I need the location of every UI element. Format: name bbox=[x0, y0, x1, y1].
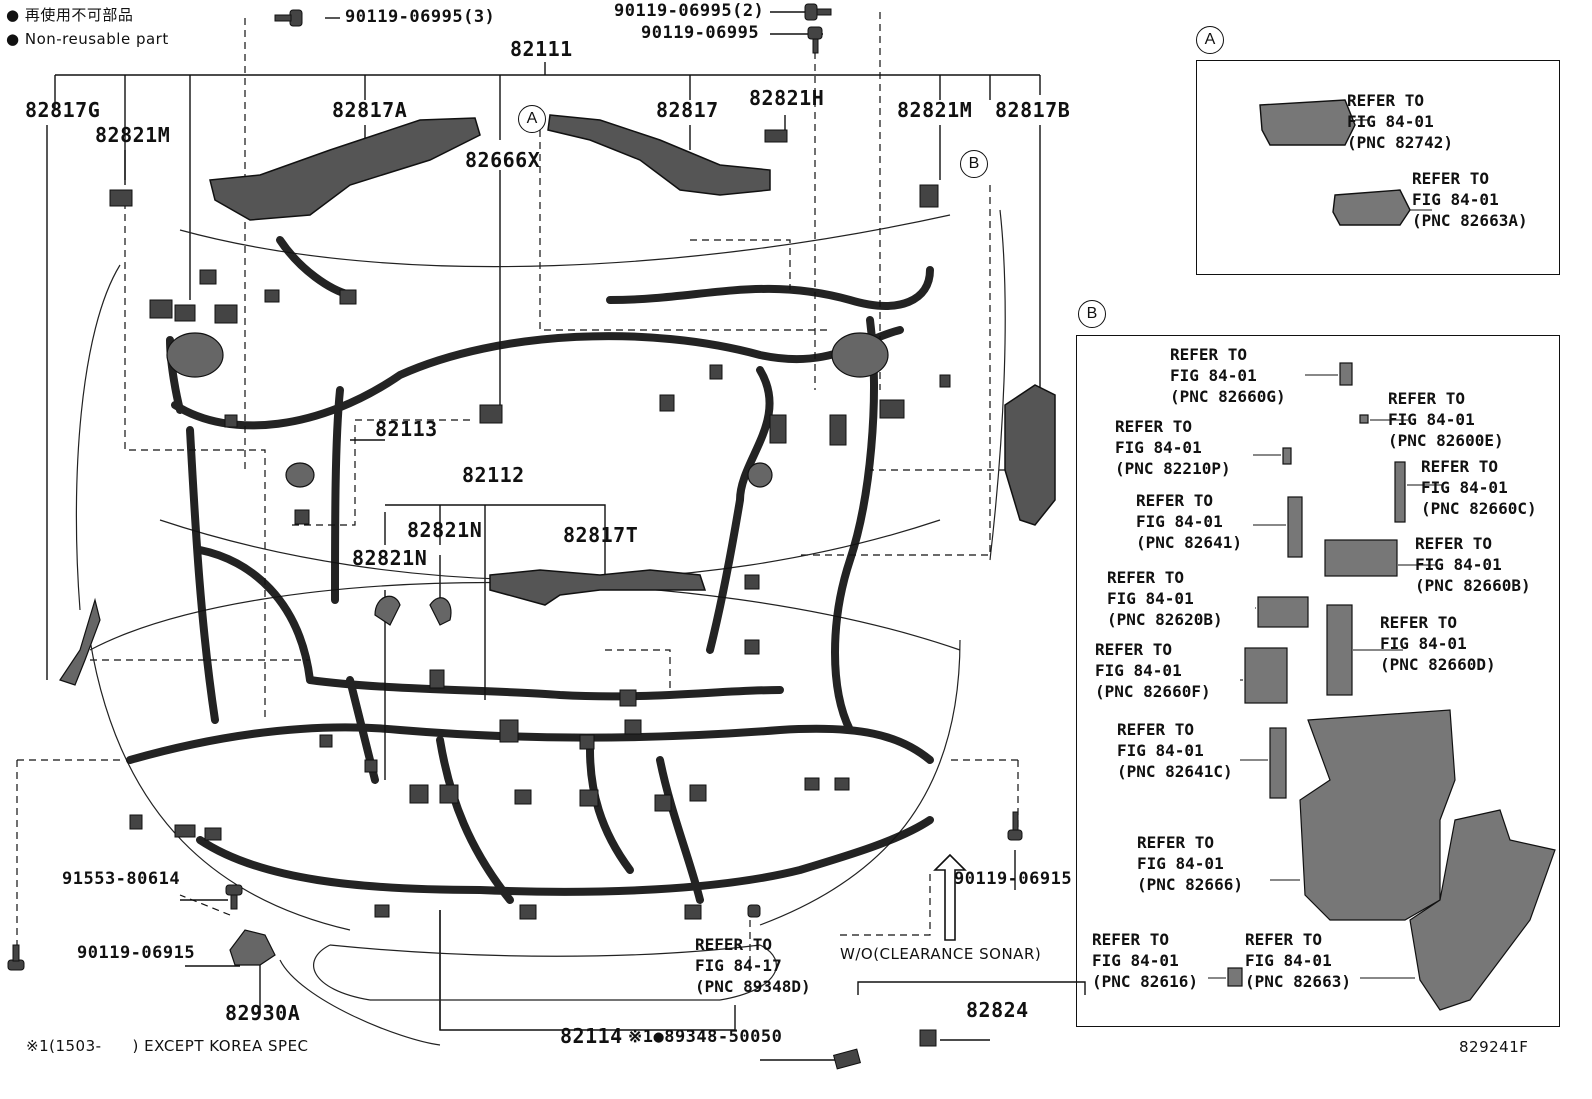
ref-82663A: REFER TO FIG 84-01 (PNC 82663A) bbox=[1412, 169, 1528, 230]
ref-82660G: REFER TO FIG 84-01 (PNC 82660G) bbox=[1170, 345, 1286, 406]
part-label-82821M-left: 82821M bbox=[95, 123, 171, 147]
ref-82660C: REFER TO FIG 84-01 (PNC 82660C) bbox=[1421, 457, 1537, 518]
protector-82817A bbox=[209, 117, 481, 221]
protector-82817 bbox=[547, 114, 771, 196]
part-label-82821N-a: 82821N bbox=[352, 546, 428, 570]
figure-id: 829241F bbox=[1459, 1038, 1529, 1056]
footnote-korea-spec: ※1(1503- ) EXCEPT KOREA SPEC bbox=[26, 1037, 309, 1055]
detail-panel-a bbox=[1196, 60, 1560, 275]
legend-nonreusable-en: ● Non-reusable part bbox=[6, 30, 169, 48]
part-label-82824: 82824 bbox=[966, 998, 1029, 1022]
part-label-82817B: 82817B bbox=[995, 98, 1071, 122]
wo-clearance-sonar-label: W/O(CLEARANCE SONAR) bbox=[840, 945, 1042, 963]
fastener-label-f2: 90119-06995(2) bbox=[614, 1, 765, 21]
ref-82660D: REFER TO FIG 84-01 (PNC 82660D) bbox=[1380, 613, 1496, 674]
fastener-label-f5: 90119-06915 bbox=[77, 943, 196, 963]
part-label-82114: 82114 bbox=[560, 1024, 623, 1048]
part-label-82821H: 82821H bbox=[749, 86, 825, 110]
part-label-82817A: 82817A bbox=[332, 98, 408, 122]
ref-82620B: REFER TO FIG 84-01 (PNC 82620B) bbox=[1107, 568, 1223, 629]
callout-b-main[interactable]: B bbox=[960, 150, 988, 178]
part-label-82821N-b: 82821N bbox=[407, 518, 483, 542]
ref-82742: REFER TO FIG 84-01 (PNC 82742) bbox=[1347, 91, 1453, 152]
part-label-82817: 82817 bbox=[656, 98, 719, 122]
detail-panel-b bbox=[1076, 335, 1560, 1027]
part-label-82112: 82112 bbox=[462, 463, 525, 487]
fastener-label-f4: 91553-80614 bbox=[62, 869, 181, 889]
part-label-82821M-right: 82821M bbox=[897, 98, 973, 122]
callout-a-panel: A bbox=[1196, 26, 1224, 54]
callout-b-panel: B bbox=[1078, 300, 1106, 328]
nonreusable-part-label: ※1●89348-50050 bbox=[628, 1027, 783, 1047]
part-label-82113: 82113 bbox=[375, 417, 438, 441]
fastener-label-f6: 90119-06915 bbox=[954, 869, 1073, 889]
ref-82641C: REFER TO FIG 84-01 (PNC 82641C) bbox=[1117, 720, 1233, 781]
protector-82817B bbox=[1004, 384, 1056, 526]
callout-a-main[interactable]: A bbox=[518, 105, 546, 133]
part-label-82930A: 82930A bbox=[225, 1001, 301, 1025]
ref-82660F: REFER TO FIG 84-01 (PNC 82660F) bbox=[1095, 640, 1211, 701]
part-label-82817T: 82817T bbox=[563, 523, 639, 547]
fastener-label-f3: 90119-06995 bbox=[641, 23, 760, 43]
ref-82660B: REFER TO FIG 84-01 (PNC 82660B) bbox=[1415, 534, 1531, 595]
ref-82641: REFER TO FIG 84-01 (PNC 82641) bbox=[1136, 491, 1242, 552]
ref-82210P: REFER TO FIG 84-01 (PNC 82210P) bbox=[1115, 417, 1231, 478]
ref-82663: REFER TO FIG 84-01 (PNC 82663) bbox=[1245, 930, 1351, 991]
fastener-label-f1: 90119-06995(3) bbox=[345, 7, 496, 27]
part-label-82817G: 82817G bbox=[25, 98, 101, 122]
ref-82666: REFER TO FIG 84-01 (PNC 82666) bbox=[1137, 833, 1243, 894]
ref-82616: REFER TO FIG 84-01 (PNC 82616) bbox=[1092, 930, 1198, 991]
ref-89348D: REFER TO FIG 84-17 (PNC 89348D) bbox=[695, 935, 811, 996]
ref-82600E: REFER TO FIG 84-01 (PNC 82600E) bbox=[1388, 389, 1504, 450]
protector-82817T bbox=[489, 569, 707, 606]
part-label-82666X: 82666X bbox=[465, 148, 541, 172]
legend-nonreusable-ja: ● 再使用不可部品 bbox=[6, 6, 134, 24]
part-label-82111: 82111 bbox=[510, 37, 573, 61]
